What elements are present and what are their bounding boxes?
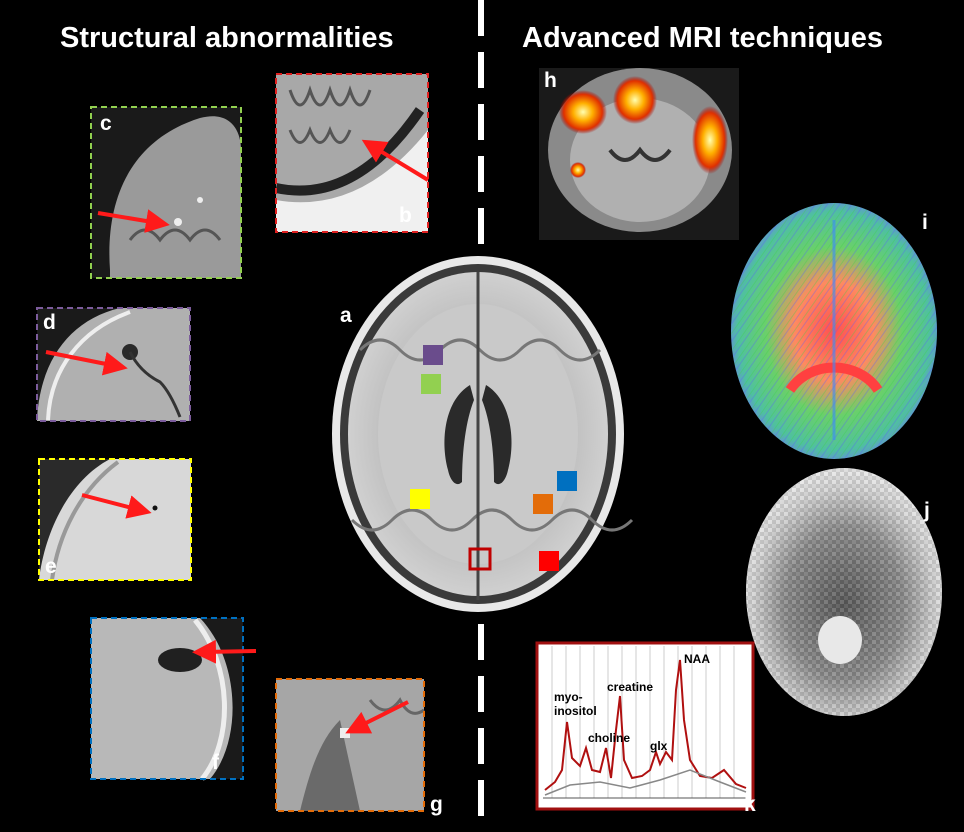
panel-label-d: d	[43, 311, 56, 334]
panel-f-swi	[90, 617, 257, 781]
panel-b-cortex-zoom	[274, 73, 430, 233]
panel-label-f: f	[212, 751, 219, 774]
spectrum-label-myo-1: myo-	[554, 690, 583, 704]
panel-g-lesion	[275, 678, 425, 812]
panel-c-flair	[90, 106, 242, 279]
spectrum-label-choline: choline	[588, 731, 631, 745]
panel-e-microbleed	[38, 458, 192, 581]
panel-label-g: g	[430, 793, 443, 816]
heading-advanced: Advanced MRI techniques	[522, 22, 883, 54]
panel-label-a: a	[340, 304, 352, 327]
spectrum-label-creatine: creatine	[607, 680, 654, 694]
marker-dark-red-outline	[468, 547, 492, 571]
marker-red	[539, 551, 559, 571]
marker-blue	[557, 471, 577, 491]
spectrum-label-glx: glx	[650, 739, 668, 753]
panel-d-lesion	[36, 307, 191, 422]
marker-green	[421, 374, 441, 394]
panel-label-j: j	[924, 499, 930, 522]
panel-label-b: b	[399, 204, 412, 227]
panel-i-dti	[731, 203, 937, 459]
panel-k-spectrum	[535, 641, 755, 811]
marker-purple	[423, 345, 443, 365]
marker-yellow	[410, 489, 430, 509]
panel-label-k: k	[744, 793, 756, 816]
panel-label-h: h	[544, 69, 557, 92]
panel-label-i: i	[922, 211, 928, 234]
spectrum-label-naa: NAA	[684, 652, 710, 666]
marker-orange	[533, 494, 553, 514]
heading-structural: Structural abnormalities	[60, 22, 394, 54]
panel-j-map	[746, 468, 942, 716]
panel-h-fmri	[539, 68, 739, 240]
spectrum-label-myo-2: inositol	[554, 704, 597, 718]
panel-a-axial-mri	[332, 256, 634, 612]
panel-label-c: c	[100, 112, 112, 135]
panel-label-e: e	[45, 555, 57, 578]
